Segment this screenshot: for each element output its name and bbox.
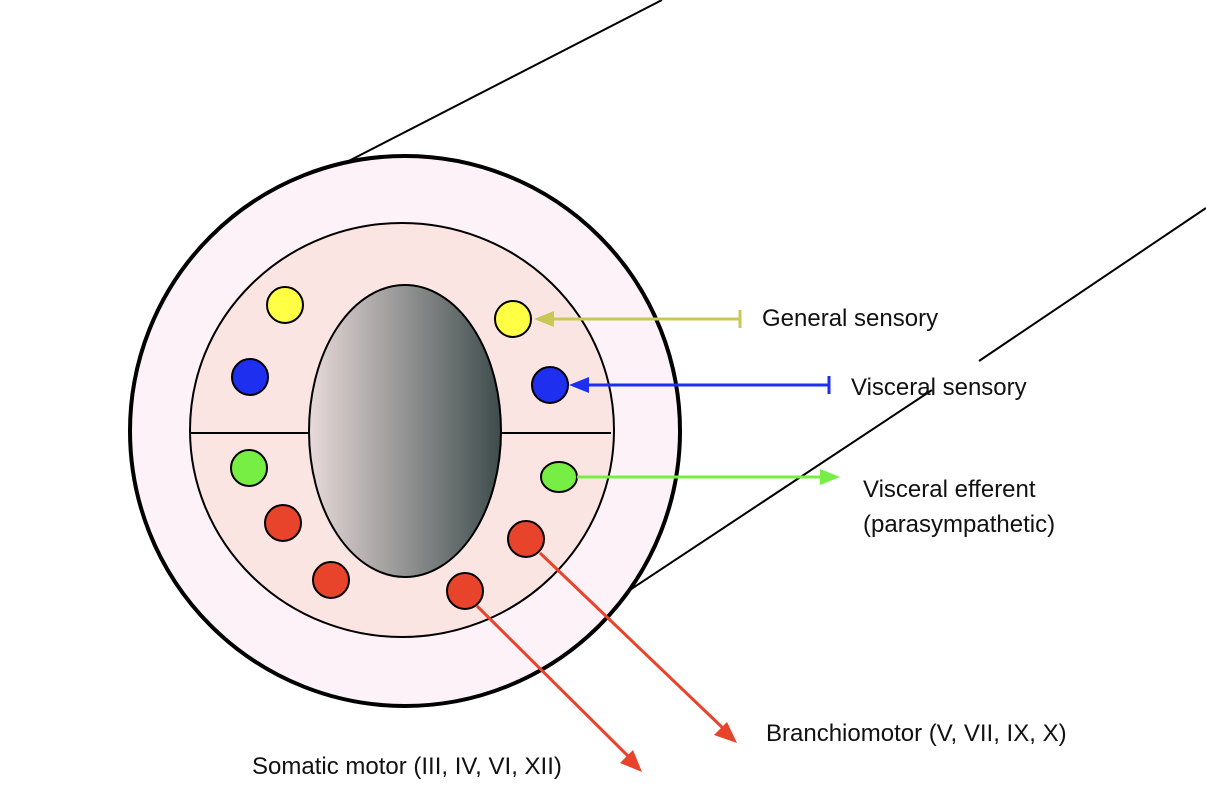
label-visceral-efferent-line2: (parasympathetic) <box>863 511 1055 538</box>
visceral-efferent-arrow <box>577 469 840 485</box>
nucleus-visceral-efferent-left <box>230 449 268 487</box>
tube-lower-edge-segment-2 <box>591 389 933 616</box>
nucleus-visceral-sensory-left <box>231 358 269 396</box>
label-visceral-sensory: Visceral sensory <box>851 374 1027 401</box>
nucleus-general-sensory-right <box>494 300 532 338</box>
label-branchiomotor: Branchiomotor (V, VII, IX, X) <box>766 720 1067 747</box>
branchiomotor-arrow <box>538 551 737 743</box>
central-canal <box>308 284 502 578</box>
label-general-sensory: General sensory <box>762 305 938 332</box>
nucleus-visceral-sensory-right <box>531 366 569 404</box>
tube-upper-edge <box>301 0 663 186</box>
nucleus-general-sensory-left <box>266 286 304 324</box>
somatic-motor-arrow <box>475 604 642 772</box>
nucleus-motor-left-lower <box>312 561 350 599</box>
tube-lower-edge-segment-1 <box>978 207 1206 362</box>
general-sensory-arrow <box>534 310 742 328</box>
label-visceral-efferent-line1: Visceral efferent <box>863 476 1036 503</box>
label-somatic-motor: Somatic motor (III, IV, VI, XII) <box>252 753 562 780</box>
visceral-sensory-arrow <box>569 376 831 394</box>
nucleus-motor-right-lower <box>446 572 484 610</box>
nucleus-motor-right-upper <box>507 520 545 558</box>
nucleus-visceral-efferent-right <box>540 461 578 493</box>
nucleus-motor-left-upper <box>264 504 302 542</box>
